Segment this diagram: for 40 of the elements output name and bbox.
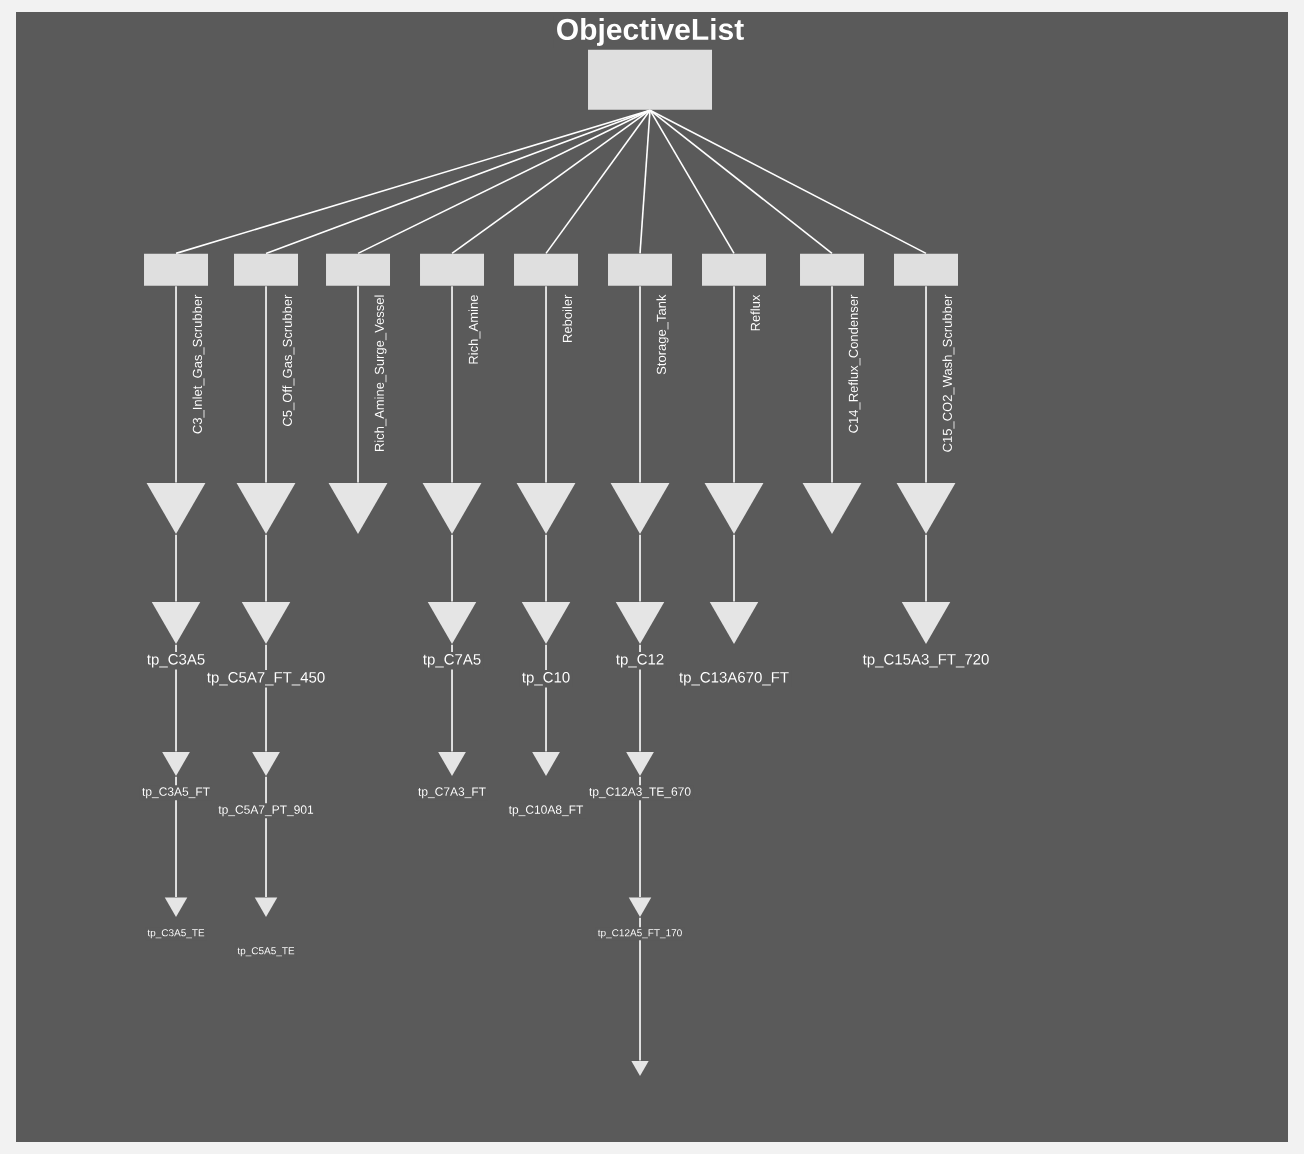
triangle-node (704, 483, 764, 534)
connector-line (175, 534, 177, 603)
node-label: ObjectiveList (553, 16, 747, 48)
connector-line (831, 285, 833, 484)
connector-line (451, 534, 453, 603)
triangle-node (236, 483, 296, 534)
connector-line (545, 285, 547, 484)
connector-line (639, 534, 641, 603)
connector-line (451, 109, 651, 255)
connector-line (733, 534, 735, 603)
triangle-node (516, 483, 576, 534)
connector-line (925, 534, 927, 603)
connector-line (265, 534, 267, 603)
triangle-node (802, 483, 862, 534)
connector-line (451, 285, 453, 484)
connector-line (733, 285, 735, 484)
triangle-node (422, 483, 482, 534)
connector-line (639, 776, 641, 898)
connector-line (265, 776, 267, 898)
connector-line (545, 534, 547, 603)
connector-line (357, 285, 359, 484)
connector-line (265, 109, 651, 255)
connector-line (639, 109, 651, 255)
triangle-node (631, 1061, 649, 1076)
triangle-node (328, 483, 388, 534)
connector-line (639, 285, 641, 484)
connector-line (175, 776, 177, 898)
connector-line (357, 109, 651, 255)
triangle-node (146, 483, 206, 534)
connector-line (175, 109, 651, 255)
connector-line (649, 109, 927, 255)
connector-line (649, 109, 735, 255)
connector-line (925, 285, 927, 484)
connector-line (649, 109, 833, 255)
triangle-node (610, 483, 670, 534)
connector-line (265, 285, 267, 484)
triangle-node (896, 483, 956, 534)
connector-line (639, 917, 641, 1062)
connector-line (545, 109, 651, 255)
connector-line (175, 285, 177, 484)
